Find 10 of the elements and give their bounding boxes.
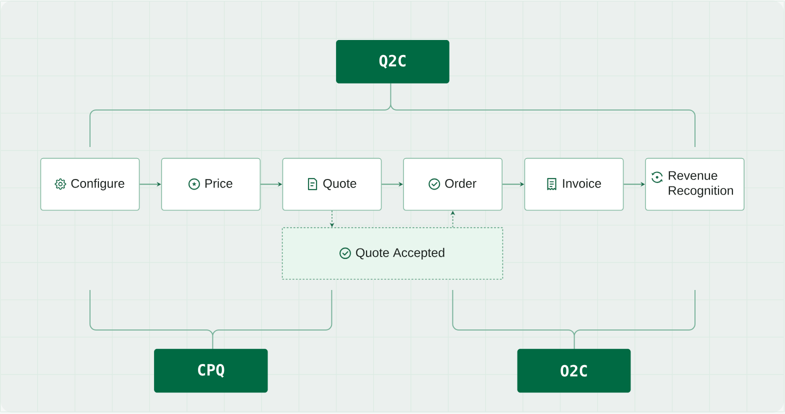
process-box: Revenue Recognition [645,158,744,211]
process-box: Order [403,158,502,211]
process-box: Invoice [524,158,624,211]
label-box: CPQ [154,348,268,393]
event-box: Quote Accepted [282,227,504,280]
process-box: Quote [282,158,382,211]
label-box: O2C [517,348,631,393]
process-box: Price [161,158,261,211]
label-box: Q2C [336,40,450,84]
process-box: Configure [40,158,140,211]
